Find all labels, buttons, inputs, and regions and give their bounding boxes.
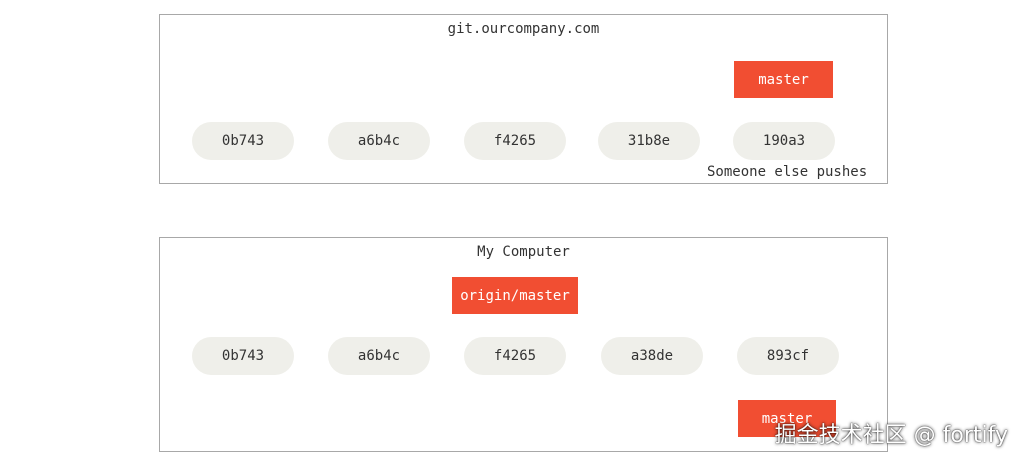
local-panel-title: My Computer [477,244,570,260]
commit-node: 31b8e [598,122,700,160]
commit-node: f4265 [464,337,566,375]
commit-node: f4265 [464,122,566,160]
commit-node: a6b4c [328,337,430,375]
commit-node: a38de [601,337,703,375]
commit-node: 893cf [737,337,839,375]
commit-node: 0b743 [192,337,294,375]
branch-label-origin-master: origin/master [452,277,578,314]
remote-panel-title: git.ourcompany.com [447,21,600,37]
commit-node: 0b743 [192,122,294,160]
watermark-text: 掘金技术社区 @ fortify [774,423,1008,448]
branch-label-master: master [738,400,836,437]
commit-node: 190a3 [733,122,835,160]
push-note: Someone else pushes [707,164,868,180]
commit-node: a6b4c [328,122,430,160]
branch-label-master: master [734,61,833,98]
